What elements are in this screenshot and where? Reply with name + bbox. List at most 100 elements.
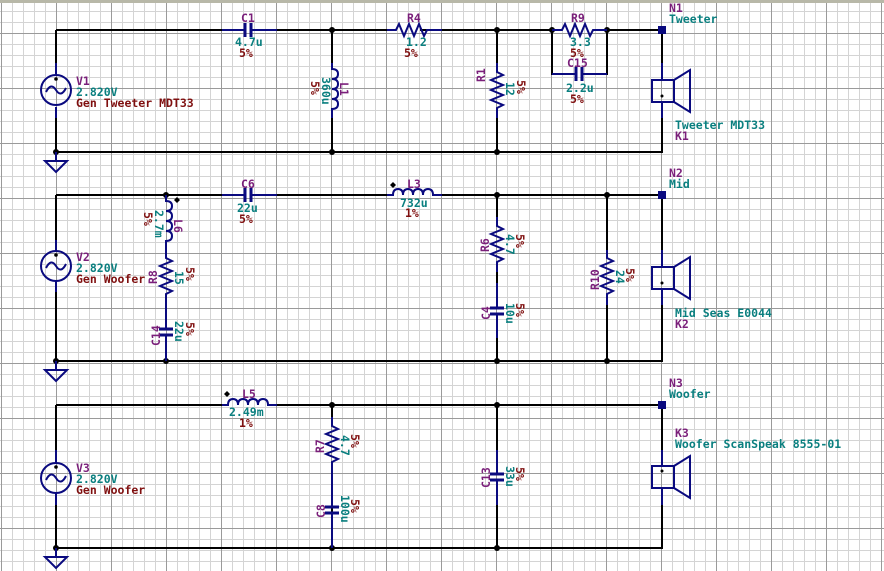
capacitor-c13[interactable]: C13 33u 5% (479, 450, 527, 505)
l6-tol: 5% (141, 212, 155, 226)
r9-value: 3.3 (570, 35, 591, 49)
speaker-k2[interactable]: Mid Seas E0044 K2 (651, 250, 772, 331)
c14-value: 22u (172, 321, 186, 342)
r4-ref: R4 (407, 11, 421, 25)
k2-name: Mid Seas E0044 (675, 306, 772, 320)
inductor-l5[interactable]: L5 2.49m 1% (222, 387, 277, 430)
l1-value: 360u (319, 77, 333, 105)
k3-ref: K3 (675, 426, 689, 440)
l6-value: 2.7m (152, 210, 166, 238)
v1-value: 2.820V (76, 85, 118, 99)
r8-tol: 5% (183, 267, 197, 281)
c1-value: 4.7u (235, 35, 263, 49)
capacitor-c6[interactable]: C6 22u 5% (222, 177, 277, 226)
r6-ref: R6 (478, 238, 492, 252)
wire[interactable] (55, 405, 663, 549)
c15-tol: 5% (570, 92, 584, 106)
v3-desc: Gen Woofer (76, 483, 145, 497)
inductor-l1[interactable]: L1 360u 5% (308, 63, 351, 118)
node-n3[interactable]: N3 Woofer (658, 376, 711, 409)
k1-name: Tweeter MDT33 (675, 118, 765, 132)
resistor-r9[interactable]: R9 3.3 5% (552, 11, 607, 60)
resistor-r8[interactable]: R8 15 5% (146, 250, 197, 305)
woofer-section: V3 2.820V Gen Woofer L5 2.49m 1% R7 4.7 … (40, 376, 841, 569)
node-n1[interactable]: N1 Tweeter (658, 1, 718, 34)
l3-value: 732u (400, 196, 428, 210)
tweeter-section: V1 2.820V Gen Tweeter MDT33 C1 4.7u 5% L… (40, 1, 765, 173)
node-n2[interactable]: N2 Mid (658, 166, 690, 199)
c1-ref: C1 (241, 11, 255, 25)
l5-ref: L5 (242, 387, 256, 401)
c13-value: 33u (503, 466, 517, 487)
n3-name: Woofer (669, 387, 711, 401)
r8-ref: R8 (146, 270, 160, 284)
r7-ref: R7 (313, 439, 327, 453)
l1-tol: 5% (308, 81, 322, 95)
c15-value: 2.2u (566, 81, 594, 95)
capacitor-c4[interactable]: C4 10u 5% (479, 283, 527, 338)
v2-ref: V2 (76, 250, 90, 264)
capacitor-c15[interactable]: C15 2.2u 5% (552, 56, 607, 106)
r6-value: 4.7 (503, 234, 517, 255)
l6-ref: L6 (171, 219, 185, 233)
c8-tol: 5% (348, 499, 362, 513)
c13-ref: C13 (479, 467, 493, 488)
n3-ref: N3 (669, 376, 683, 390)
c8-ref: C8 (314, 504, 328, 518)
l5-tol: 1% (239, 416, 253, 430)
c14-ref: C14 (149, 325, 163, 346)
v3-value: 2.820V (76, 472, 118, 486)
n1-name: Tweeter (669, 12, 718, 26)
r7-value: 4.7 (338, 435, 352, 456)
c4-ref: C4 (479, 306, 493, 320)
c6-ref: C6 (241, 177, 255, 191)
source-v3[interactable]: V3 2.820V Gen Woofer (40, 450, 145, 505)
r7-tol: 5% (348, 434, 362, 448)
capacitor-c8[interactable]: C8 100u 5% (314, 483, 362, 548)
k2-ref: K2 (675, 317, 689, 331)
v1-desc: Gen Tweeter MDT33 (76, 96, 194, 110)
speaker-k1[interactable]: Tweeter MDT33 K1 (651, 63, 765, 143)
mid-section: V2 2.820V Gen Woofer L6 2.7m 5% R8 15 5%… (40, 166, 772, 382)
resistor-r7[interactable]: R7 4.7 5% (313, 417, 362, 483)
r1-ref: R1 (474, 68, 488, 82)
c6-tol: 5% (239, 212, 253, 226)
c4-value: 10u (503, 303, 517, 324)
capacitor-c14[interactable]: C14 22u 5% (149, 305, 197, 361)
source-v1[interactable]: V1 2.820V Gen Tweeter MDT33 (40, 63, 194, 118)
c6-value: 22u (237, 201, 258, 215)
resistor-r6[interactable]: R6 4.7 5% (478, 217, 527, 272)
wire[interactable] (55, 107, 663, 153)
source-v2[interactable]: V2 2.820V Gen Woofer (40, 240, 145, 292)
r4-tol: 5% (404, 46, 418, 60)
r10-ref: R10 (588, 269, 602, 290)
capacitor-c1[interactable]: C1 4.7u 5% (222, 11, 277, 60)
v2-value: 2.820V (76, 261, 118, 275)
l3-tol: 1% (405, 206, 419, 220)
r9-tol: 5% (570, 46, 584, 60)
k1-ref: K1 (675, 129, 689, 143)
c1-tol: 5% (239, 46, 253, 60)
c15-ref: C15 (567, 56, 588, 70)
resistor-r4[interactable]: R4 1.2 5% (387, 11, 442, 60)
c14-tol: 5% (183, 322, 197, 336)
speaker-k3[interactable]: K3 Woofer ScanSpeak 8555-01 (651, 426, 841, 505)
v3-ref: V3 (76, 461, 90, 475)
v1-ref: V1 (76, 74, 90, 88)
ground-icon (44, 361, 68, 382)
resistor-r1[interactable]: R1 12 5% (474, 63, 528, 118)
wire[interactable] (56, 29, 663, 63)
r10-tol: 5% (623, 268, 637, 282)
c13-tol: 5% (513, 467, 527, 481)
r1-tol: 5% (514, 80, 528, 94)
ground-icon (44, 548, 68, 569)
l3-ref: L3 (407, 177, 421, 191)
l1-ref: L1 (337, 82, 351, 96)
inductor-l6[interactable]: L6 2.7m 5% (141, 195, 185, 250)
v2-desc: Gen Woofer (76, 272, 145, 286)
n1-ref: N1 (669, 1, 683, 15)
inductor-l3[interactable]: L3 732u 1% (387, 177, 442, 220)
resistor-r10[interactable]: R10 24 5% (588, 250, 637, 305)
